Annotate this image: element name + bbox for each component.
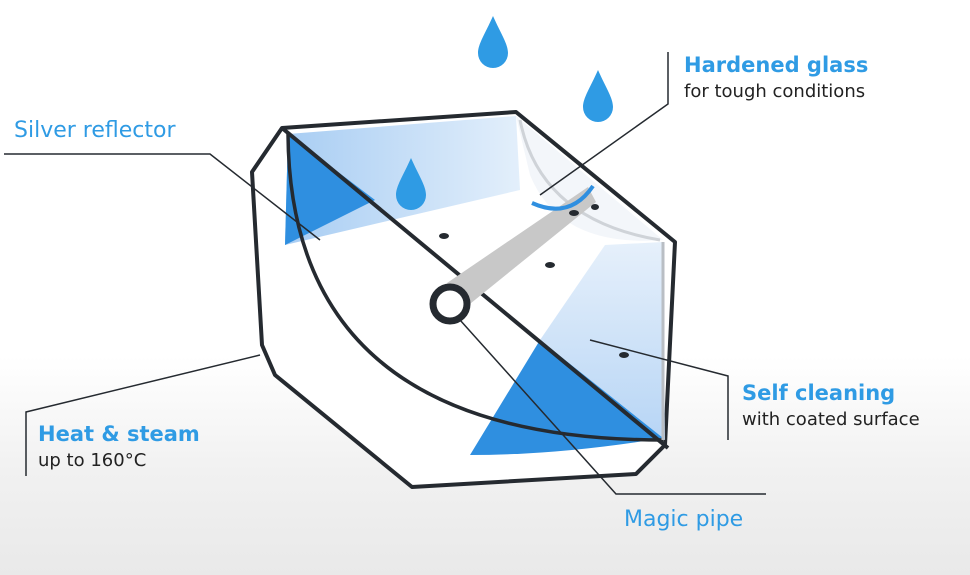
heat-steam-subtitle: up to 160°C bbox=[38, 450, 147, 472]
magic-pipe-label: Magic pipe bbox=[624, 507, 744, 532]
heat-steam-title: Heat & steam bbox=[38, 422, 200, 446]
surface-dot bbox=[591, 204, 599, 210]
hardened-glass-subtitle: for tough conditions bbox=[684, 81, 866, 103]
surface-dot bbox=[439, 233, 449, 239]
surface-dot bbox=[569, 210, 579, 216]
glass-curve bbox=[518, 119, 661, 242]
water-drop-icon bbox=[396, 158, 426, 210]
hardened-glass-callout: Hardened glass for tough conditions bbox=[684, 53, 868, 103]
leader-hardened-glass bbox=[539, 52, 669, 196]
hardened-glass-title: Hardened glass bbox=[684, 53, 869, 77]
pipe-clip bbox=[531, 184, 595, 211]
reflector-light-right bbox=[540, 242, 665, 440]
self-cleaning-subtitle: with coated surface bbox=[742, 409, 920, 431]
magic-pipe-end bbox=[429, 283, 471, 325]
leader-magic-pipe bbox=[459, 319, 766, 495]
reflector-dark-top bbox=[285, 134, 375, 245]
leader-heat-steam bbox=[25, 354, 261, 476]
silver-reflector-label: Silver reflector bbox=[14, 118, 176, 143]
surface-dot bbox=[545, 262, 555, 268]
leader-self-cleaning bbox=[589, 339, 729, 440]
heat-steam-callout: Heat & steam up to 160°C bbox=[38, 422, 200, 472]
magic-pipe-tube bbox=[447, 187, 596, 312]
self-cleaning-callout: Self cleaning with coated surface bbox=[742, 381, 920, 431]
leader-silver-reflector bbox=[4, 153, 321, 241]
water-drop-icon bbox=[478, 16, 508, 68]
self-cleaning-title: Self cleaning bbox=[742, 381, 896, 405]
surface-dot bbox=[619, 352, 629, 358]
water-drop-icon bbox=[583, 70, 613, 122]
reflector-curve bbox=[286, 133, 664, 442]
